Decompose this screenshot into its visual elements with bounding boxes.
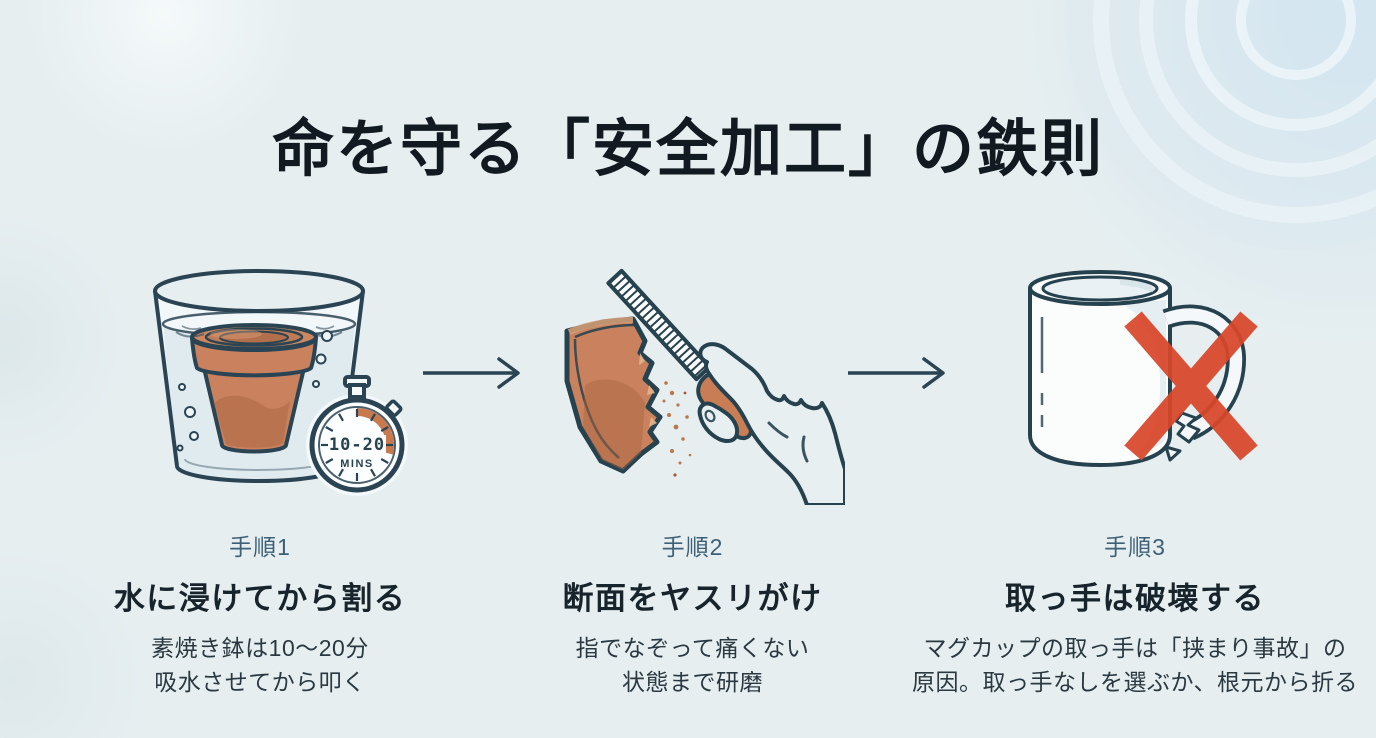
stopwatch-icon: 10-20 MINS — [306, 375, 408, 496]
thumb — [697, 401, 740, 443]
hand-icon — [697, 342, 845, 505]
pot-soaking-illustration: 10-20 MINS — [153, 269, 408, 496]
thumbnail — [704, 409, 716, 423]
step-2-text-block: 手順2 断面をヤスリがけ 指でなぞって痛くない 状態まで研磨 — [465, 528, 920, 699]
step-2-desc-line-1: 指でなぞって痛くない — [575, 635, 810, 661]
flow-arrow-2 — [848, 357, 945, 389]
step-1-label: 手順1 — [229, 534, 291, 560]
pot-shard-icon — [564, 316, 663, 474]
terracotta-pot-icon — [190, 323, 318, 454]
step-2-label: 手順2 — [661, 534, 724, 560]
mug-illustration — [1028, 270, 1258, 467]
timer-value: 10-20 — [329, 435, 385, 455]
step-2-desc-line-2: 状態まで研磨 — [622, 669, 763, 695]
step-3-text-block: 手順3 取っ手は破壊する マグカップの取っ手は「挟まり事故」の 原因。取っ手なし… — [898, 528, 1372, 699]
dust-particles — [662, 381, 692, 477]
step-3-label: 手順3 — [1104, 534, 1166, 560]
step-3-desc-line-1: マグカップの取っ手は「挟まり事故」の — [923, 635, 1347, 661]
step-1-description: 素焼き鉢は10〜20分 吸水させてから叩く — [30, 631, 490, 699]
step-2-description: 指でなぞって痛くない 状態まで研磨 — [465, 631, 920, 699]
step-3-description: マグカップの取っ手は「挟まり事故」の 原因。取っ手なしを選ぶか、根元から折る — [898, 631, 1372, 699]
step-1-desc-line-1: 素焼き鉢は10〜20分 — [151, 635, 369, 661]
page-title: 命を守る「安全加工」の鉄則 — [271, 115, 1104, 184]
bubbles — [176, 330, 333, 452]
step-2-heading: 断面をヤスリがけ — [562, 581, 823, 616]
file-tool-icon — [606, 268, 754, 441]
handle-fragment — [1164, 445, 1182, 462]
handle-break-jag — [1174, 411, 1201, 444]
step-1-desc-line-2: 吸水させてから叩く — [154, 669, 366, 695]
step-3-desc-line-2: 原因。取っ手なしを選ぶか、根元から折る — [911, 669, 1359, 695]
filing-illustration — [564, 268, 845, 505]
flow-arrow-1 — [423, 357, 520, 389]
step-1-heading: 水に浸けてから割る — [113, 581, 407, 616]
timer-unit: MINS — [340, 458, 374, 470]
step-3-heading: 取っ手は破壊する — [1005, 581, 1265, 616]
step-1-text-block: 手順1 水に浸けてから割る 素焼き鉢は10〜20分 吸水させてから叩く — [30, 528, 490, 699]
red-x-prohibition-icon — [1124, 311, 1258, 461]
stopwatch-ticks — [321, 409, 393, 481]
